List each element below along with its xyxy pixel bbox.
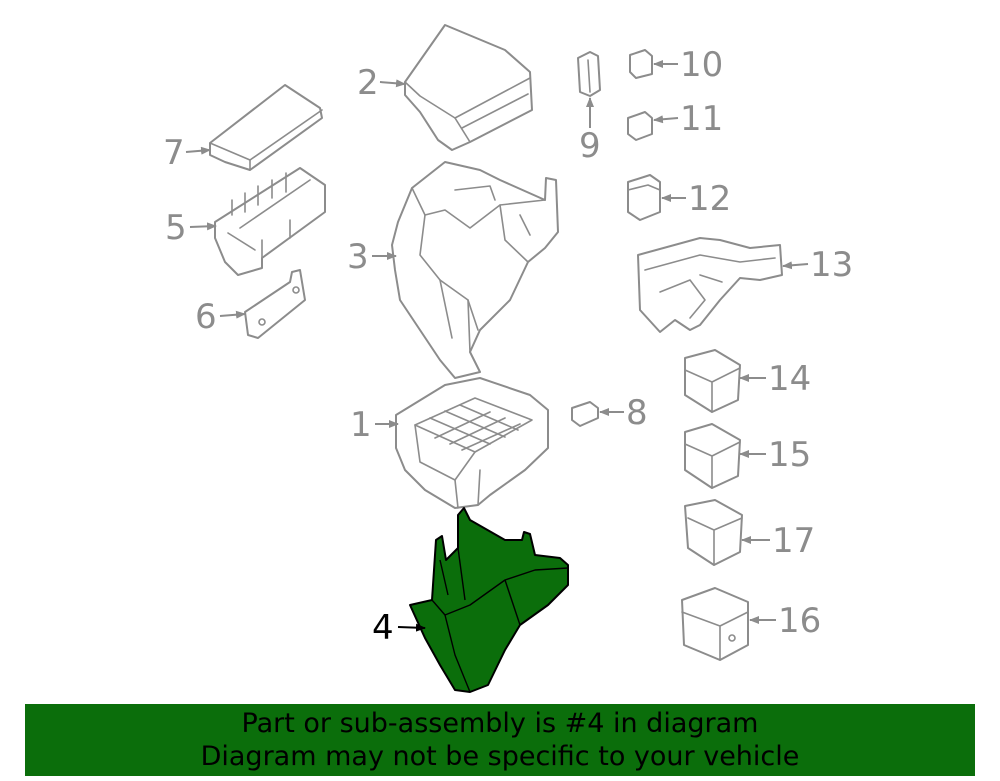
callout-leaders — [185, 60, 809, 632]
info-banner: Part or sub-assembly is #4 in diagram Di… — [25, 704, 975, 776]
banner-line-2: Diagram may not be specific to your vehi… — [200, 741, 800, 772]
callout-labels: 2 7 5 6 3 1 4 9 10 11 12 13 14 15 17 16 … — [163, 45, 853, 648]
callout-8: 8 — [626, 393, 648, 433]
callout-17: 17 — [772, 521, 815, 561]
parts-diagram: 2 7 5 6 3 1 4 9 10 11 12 13 14 15 17 16 … — [163, 24, 853, 693]
callout-6: 6 — [195, 297, 217, 337]
part-7-cover — [209, 84, 323, 171]
callout-15: 15 — [768, 435, 811, 475]
part-5-relay-block — [214, 167, 326, 276]
callout-4: 4 — [372, 608, 394, 648]
callout-12: 12 — [688, 179, 731, 219]
callout-10: 10 — [680, 45, 723, 85]
part-13-holder — [637, 237, 783, 333]
callout-14: 14 — [768, 359, 811, 399]
callout-2: 2 — [357, 63, 379, 103]
callout-3: 3 — [347, 237, 369, 277]
banner-line-1: Part or sub-assembly is #4 in diagram — [241, 708, 759, 739]
part-6-bracket — [244, 269, 306, 339]
part-17-relay — [684, 499, 743, 566]
callout-9: 9 — [579, 126, 601, 166]
part-10-fuse — [629, 49, 653, 79]
callout-16: 16 — [778, 601, 821, 641]
part-3-housing — [391, 161, 559, 379]
part-2-cover — [404, 24, 533, 151]
callout-13: 13 — [810, 245, 853, 285]
callout-11: 11 — [680, 99, 723, 139]
part-12-fuse — [627, 174, 661, 221]
callout-5: 5 — [165, 208, 187, 248]
part-1-fuse-block — [395, 377, 549, 509]
part-11-fuse — [627, 111, 653, 141]
part-9-fuse-puller — [577, 51, 601, 97]
callout-7: 7 — [163, 133, 185, 173]
part-4-lower-case-highlighted — [409, 507, 569, 693]
part-8-fuse — [571, 401, 599, 427]
part-16-relay — [681, 587, 749, 661]
part-15-relay — [684, 423, 741, 489]
part-14-relay — [684, 349, 741, 413]
callout-1: 1 — [350, 405, 372, 445]
